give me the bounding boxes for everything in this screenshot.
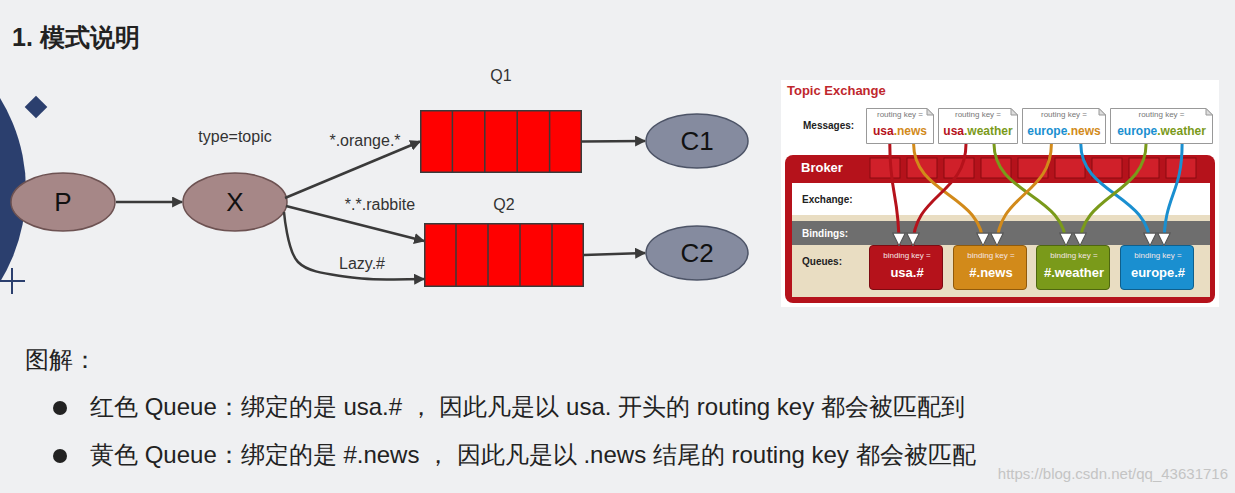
node-text: routing key = xyxy=(1110,110,1213,121)
text-part: .news xyxy=(1067,125,1100,138)
message-box: routing key = usa.weather xyxy=(938,108,1018,144)
ellipse-shape xyxy=(646,114,748,168)
text-part: usa xyxy=(943,125,964,138)
bindings-band: Bindings: xyxy=(792,221,1210,245)
message-box: routing key = europe.weather xyxy=(1110,108,1213,144)
node-text: binding key = xyxy=(870,251,944,262)
edge-label: Lazy.# xyxy=(282,254,442,274)
note-shape xyxy=(939,109,1018,144)
queue-box: binding key =#.weather xyxy=(1036,245,1110,290)
note-shape xyxy=(1111,109,1213,144)
node-text: Exchange: xyxy=(802,183,902,215)
deco-plus xyxy=(0,268,25,294)
node-text: routing key = xyxy=(938,110,1018,121)
node-text: usa.# xyxy=(870,263,944,283)
note-fold xyxy=(927,109,934,116)
queue-box: binding key =usa.# xyxy=(869,245,943,290)
watermark: https://blog.csdn.net/qq_43631716 xyxy=(990,465,1228,483)
queue-outline xyxy=(420,110,582,173)
note-shape xyxy=(867,109,934,144)
queue-box: binding key =europe.# xyxy=(1120,245,1194,290)
edge-label: *.*.rabbite xyxy=(300,195,460,215)
queue-divider xyxy=(484,110,486,173)
text-part: europe xyxy=(1027,125,1067,138)
producer-node: P xyxy=(10,172,116,232)
text-part: .weather xyxy=(964,125,1013,138)
node-text: europe.weather xyxy=(1110,123,1213,141)
queue-box: Q2 xyxy=(424,223,584,287)
node-text: Bindings: xyxy=(802,221,902,245)
node-text: europe.news xyxy=(1022,123,1106,141)
queue-divider xyxy=(455,223,457,287)
deco-diamond xyxy=(25,96,48,119)
text-part: .news xyxy=(894,125,927,138)
queue-box: Q1 xyxy=(420,110,582,173)
arrow-connector xyxy=(116,201,182,204)
node-text: Q1 xyxy=(420,66,582,86)
illustration-panel: Topic Exchangerouting key =usa.newsrouti… xyxy=(781,80,1219,307)
text-part: usa xyxy=(873,125,894,138)
arrow-connector xyxy=(584,253,645,255)
node-text: usa.news xyxy=(866,123,934,141)
queue-divider xyxy=(519,223,521,287)
note-text: Messages: xyxy=(803,118,863,132)
node-text: usa.weather xyxy=(938,123,1018,141)
note-fold xyxy=(1099,109,1106,116)
queue-divider xyxy=(551,223,553,287)
node-text: #.weather xyxy=(1037,263,1111,283)
node-text: Queues: xyxy=(802,253,872,269)
node-text: #.news xyxy=(954,263,1028,283)
note-fold xyxy=(1011,109,1018,116)
text-part: europe xyxy=(1117,125,1157,138)
arrow-connector xyxy=(582,140,645,143)
exchange-band: Exchange: xyxy=(792,183,1210,215)
note-text: 红色 Queue：绑定的是 usa.# ， 因此凡是以 usa. 开头的 rou… xyxy=(90,391,1230,423)
node-text: Topic Exchange xyxy=(787,82,987,100)
queue-divider xyxy=(452,110,454,173)
node-text: routing key = xyxy=(866,110,934,121)
page-title: 1. 模式说明 xyxy=(12,22,412,54)
consumer-node: C1 xyxy=(645,113,749,169)
note-text: 图解： xyxy=(25,344,165,376)
queue-rect xyxy=(421,111,582,173)
node-text: binding key = xyxy=(1121,251,1195,262)
exchange-node: type=topicX xyxy=(182,172,288,232)
queue-box: binding key =#.news xyxy=(953,245,1027,290)
message-box: routing key = europe.news xyxy=(1022,108,1106,144)
node-text: C2 xyxy=(645,225,749,281)
arrow-connector xyxy=(285,142,420,199)
ellipse-shape xyxy=(646,226,748,280)
node-text: X xyxy=(182,172,288,232)
node-text: binding key = xyxy=(1037,251,1111,262)
node-text: routing key = xyxy=(1022,110,1106,121)
node-text: P xyxy=(10,172,116,232)
queue-rect xyxy=(425,224,584,287)
queue-outline xyxy=(424,223,584,287)
ellipse-shape xyxy=(183,173,287,231)
broker-box: BrokerExchange:Bindings:Queues:binding k… xyxy=(785,155,1215,303)
queue-divider xyxy=(549,110,551,173)
ellipse-shape xyxy=(11,173,115,231)
queue-divider xyxy=(487,223,489,287)
edge-label: *.orange.* xyxy=(285,131,445,151)
node-text: europe.# xyxy=(1121,263,1195,283)
text-part: .weather xyxy=(1157,125,1206,138)
consumer-node: C2 xyxy=(645,225,749,281)
node-text: binding key = xyxy=(954,251,1028,262)
node-text: C1 xyxy=(645,113,749,169)
node-text: Q2 xyxy=(424,195,584,215)
node-text: type=topic xyxy=(162,127,308,147)
queue-divider xyxy=(516,110,518,173)
node-text: Broker xyxy=(801,158,901,178)
note-shape xyxy=(1023,109,1106,144)
bullet-dot xyxy=(53,449,67,463)
bullet-dot xyxy=(53,401,67,415)
note-fold xyxy=(1206,109,1213,116)
message-box: routing key = usa.news xyxy=(866,108,934,144)
